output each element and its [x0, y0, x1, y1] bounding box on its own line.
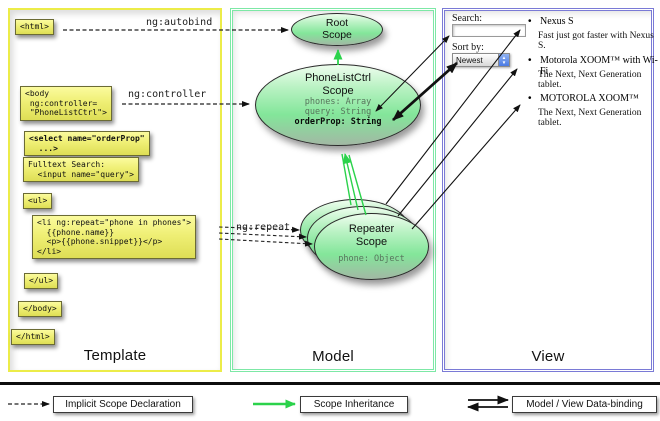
ng-repeat-label: ng:repeat — [236, 222, 291, 233]
template-panel-title: Template — [83, 347, 147, 364]
bullet-icon: • — [528, 55, 532, 66]
search-input[interactable] — [452, 24, 526, 37]
sort-dropdown[interactable]: Newest ▲▼ — [452, 53, 510, 67]
code-box-select: <select name="orderProp" ...> — [24, 131, 150, 156]
template-panel: Template — [8, 8, 222, 372]
ctrl-scope-title-line1: PhoneListCtrl — [304, 72, 372, 84]
repeater-scope-title-line2: Scope — [355, 235, 388, 248]
root-scope-title-line1: Root — [325, 17, 349, 29]
repeater-scope-prop-phone: phone: Object — [338, 254, 405, 264]
code-box-ul-open: <ul> — [23, 193, 53, 209]
ctrl-scope-title-line2: Scope — [322, 84, 354, 97]
code-box-body-close: </body> — [18, 301, 62, 317]
view-panel-title: View — [531, 348, 565, 365]
root-scope-ellipse: Root Scope — [291, 13, 383, 46]
ng-controller-label: ng:controller — [128, 89, 207, 100]
view-item-title: MOTOROLA XOOM™ — [540, 93, 639, 104]
model-panel: Model — [230, 8, 436, 372]
legend-model-view-data-binding: Model / View Data-binding — [512, 396, 657, 413]
view-item-title: Nexus S — [540, 16, 574, 27]
model-panel-title: Model — [312, 348, 354, 365]
sort-by-label: Sort by: — [452, 42, 484, 53]
legend-implicit-scope-declaration: Implicit Scope Declaration — [53, 396, 193, 413]
code-box-html-open: <html> — [15, 19, 54, 35]
code-box-fulltext: Fulltext Search: <input name="query"> — [23, 157, 139, 182]
code-box-li-repeat: <li ng:repeat="phone in phones"> {{phone… — [32, 215, 197, 259]
ctrl-scope-prop-query: query: String — [304, 107, 372, 117]
view-item-desc: The Next, Next Generation tablet. — [538, 108, 642, 128]
bullet-icon: • — [528, 16, 532, 27]
legend-scope-inheritance: Scope Inheritance — [300, 396, 408, 413]
root-scope-title-line2: Scope — [322, 29, 352, 41]
code-box-ul-close: </ul> — [24, 273, 59, 289]
repeater-scope-ellipse: Repeater Scope phone: Object — [314, 213, 429, 280]
phonelistctrl-scope-ellipse: PhoneListCtrl Scope phones: Array query:… — [255, 64, 421, 146]
code-box-body-open: <body ng:controller= "PhoneListCtrl"> — [20, 86, 112, 121]
view-item-desc: Fast just got faster with Nexus S. — [538, 31, 654, 51]
bullet-icon: • — [528, 93, 532, 104]
ctrl-scope-prop-orderprop: orderProp: String — [294, 117, 382, 127]
dropdown-stepper-icon: ▲▼ — [498, 54, 509, 66]
view-item-title: Motorola XOOM™ with Wi-Fi — [540, 55, 658, 77]
repeater-scope-title-line1: Repeater — [348, 223, 395, 235]
ng-autobind-label: ng:autobind — [146, 17, 213, 28]
search-label: Search: — [452, 13, 482, 24]
sort-dropdown-value: Newest — [456, 55, 483, 65]
code-box-html-close: </html> — [11, 329, 55, 345]
view-item-desc: The Next, Next Generation tablet. — [538, 70, 642, 90]
ctrl-scope-prop-phones: phones: Array — [304, 97, 372, 107]
legend-separator-line — [0, 382, 660, 385]
